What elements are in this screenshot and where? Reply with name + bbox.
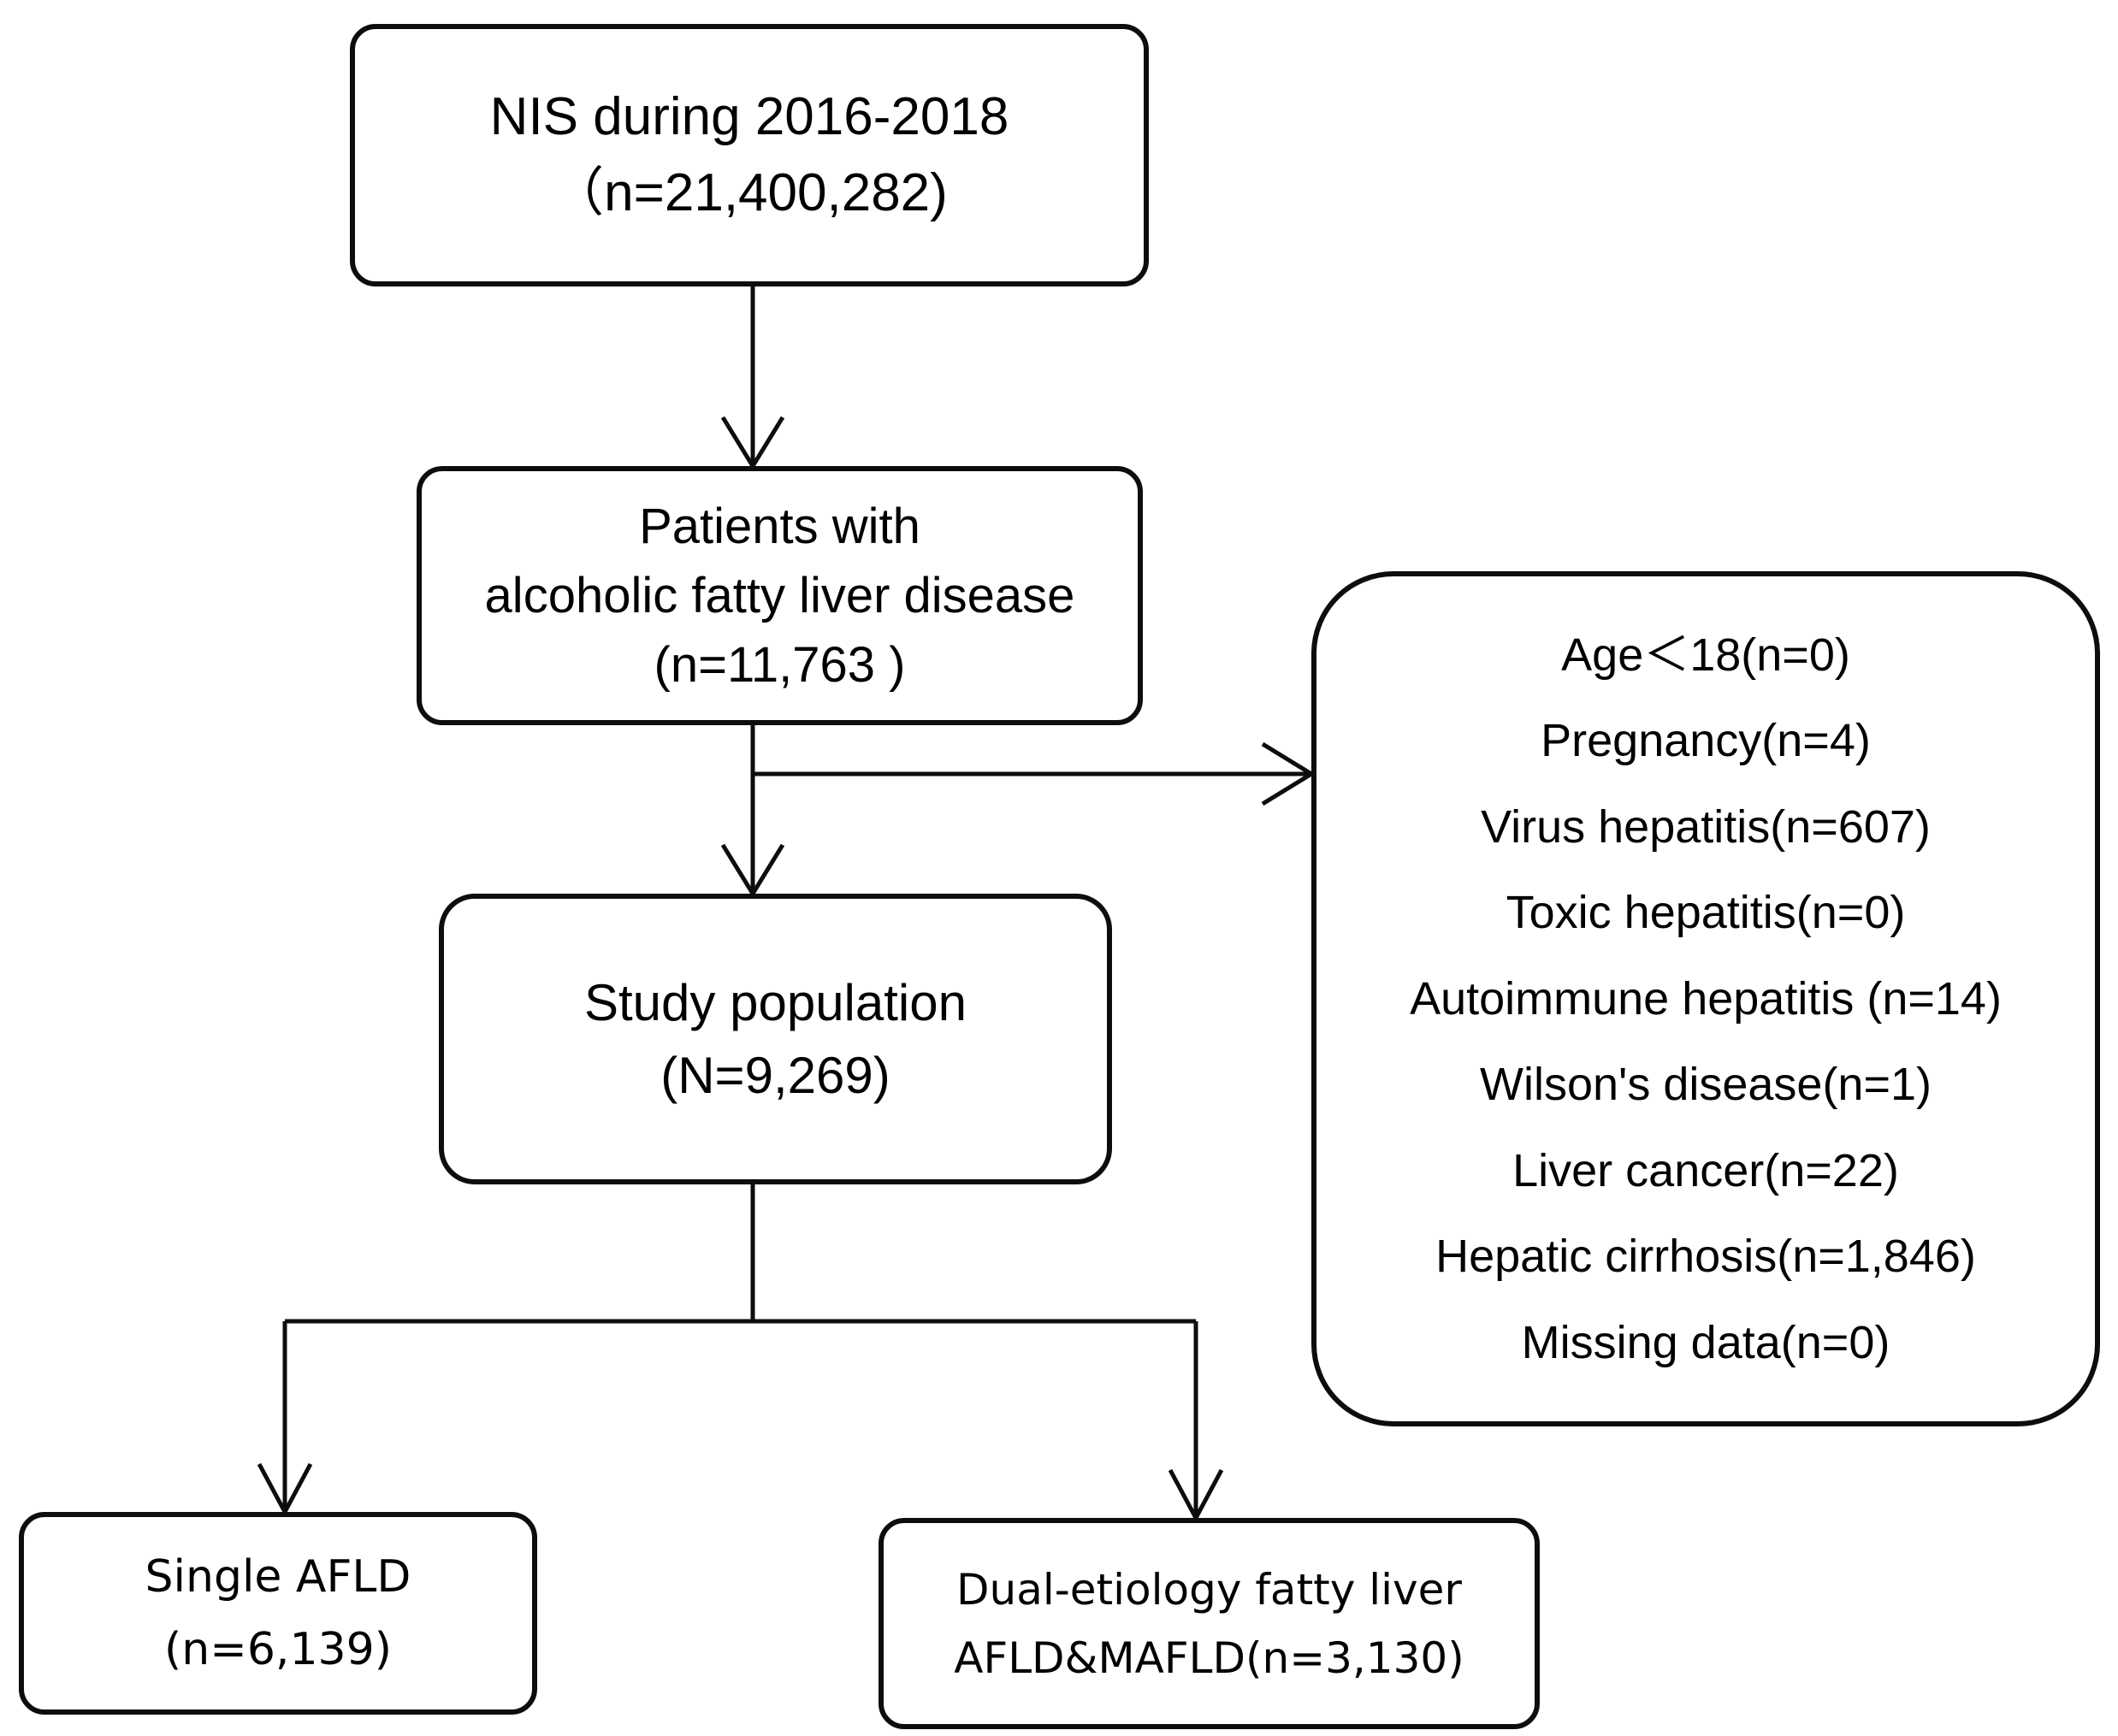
edge-source-to-afld: [720, 286, 785, 470]
exclusion-item-toxic-hepatitis: Toxic hepatitis(n=0): [1506, 887, 1906, 939]
node-dual-etiology-line-2: AFLD&MAFLD(n=3,130): [954, 1633, 1464, 1683]
exclusion-item-virus-hepatitis: Virus hepatitis(n=607): [1481, 800, 1931, 853]
edge-afld-to-study: [720, 725, 785, 898]
edge-afld-to-exclusions: [753, 741, 1316, 806]
edge-study-split: [285, 1184, 1196, 1324]
exclusion-item-pregnancy: Pregnancy(n=4): [1541, 715, 1871, 767]
node-afld-patients-line-2: alcoholic fatty liver disease: [484, 567, 1075, 623]
exclusion-item-hepatic-cirrhosis: Hepatic cirrhosis(n=1,846): [1435, 1231, 1976, 1283]
node-exclusion-criteria: Age＜18(n=0) Pregnancy(n=4) Virus hepatit…: [1311, 571, 2100, 1426]
exclusion-item-wilsons-disease: Wilson's disease(n=1): [1479, 1059, 1932, 1111]
node-study-population-line-1: Study population: [583, 973, 967, 1031]
node-single-afld: Single AFLD (n=6,139): [19, 1512, 537, 1715]
node-afld-patients: Patients with alcoholic fatty liver dise…: [417, 466, 1143, 725]
node-study-population-line-2: (N=9,269): [660, 1047, 890, 1104]
node-single-afld-line-1: Single AFLD: [145, 1551, 411, 1603]
node-dual-etiology-line-1: Dual-etiology fatty liver: [956, 1564, 1462, 1615]
node-nis-source-line-1: NIS during 2016-2018: [489, 87, 1009, 147]
exclusion-item-autoimmune-hepatitis: Autoimmune hepatitis (n=14): [1410, 972, 2002, 1024]
edge-study-to-dual-etiology: [1168, 1321, 1224, 1523]
exclusion-item-age: Age＜18(n=0): [1561, 629, 1850, 682]
node-afld-patients-line-3: (n=11,763 ): [654, 637, 906, 694]
node-nis-source-line-2: （n=21,400,282): [551, 162, 948, 222]
exclusion-item-liver-cancer: Liver cancer(n=22): [1512, 1144, 1899, 1196]
edge-study-to-single-afld: [257, 1321, 313, 1517]
node-afld-patients-line-1: Patients with: [639, 498, 920, 554]
node-study-population: Study population (N=9,269): [439, 894, 1112, 1184]
node-single-afld-line-2: (n=6,139): [164, 1623, 392, 1675]
exclusion-item-missing-data: Missing data(n=0): [1521, 1316, 1890, 1368]
node-dual-etiology-fatty-liver: Dual-etiology fatty liver AFLD&MAFLD(n=3…: [879, 1518, 1540, 1729]
node-nis-source: NIS during 2016-2018 （n=21,400,282): [350, 24, 1149, 286]
